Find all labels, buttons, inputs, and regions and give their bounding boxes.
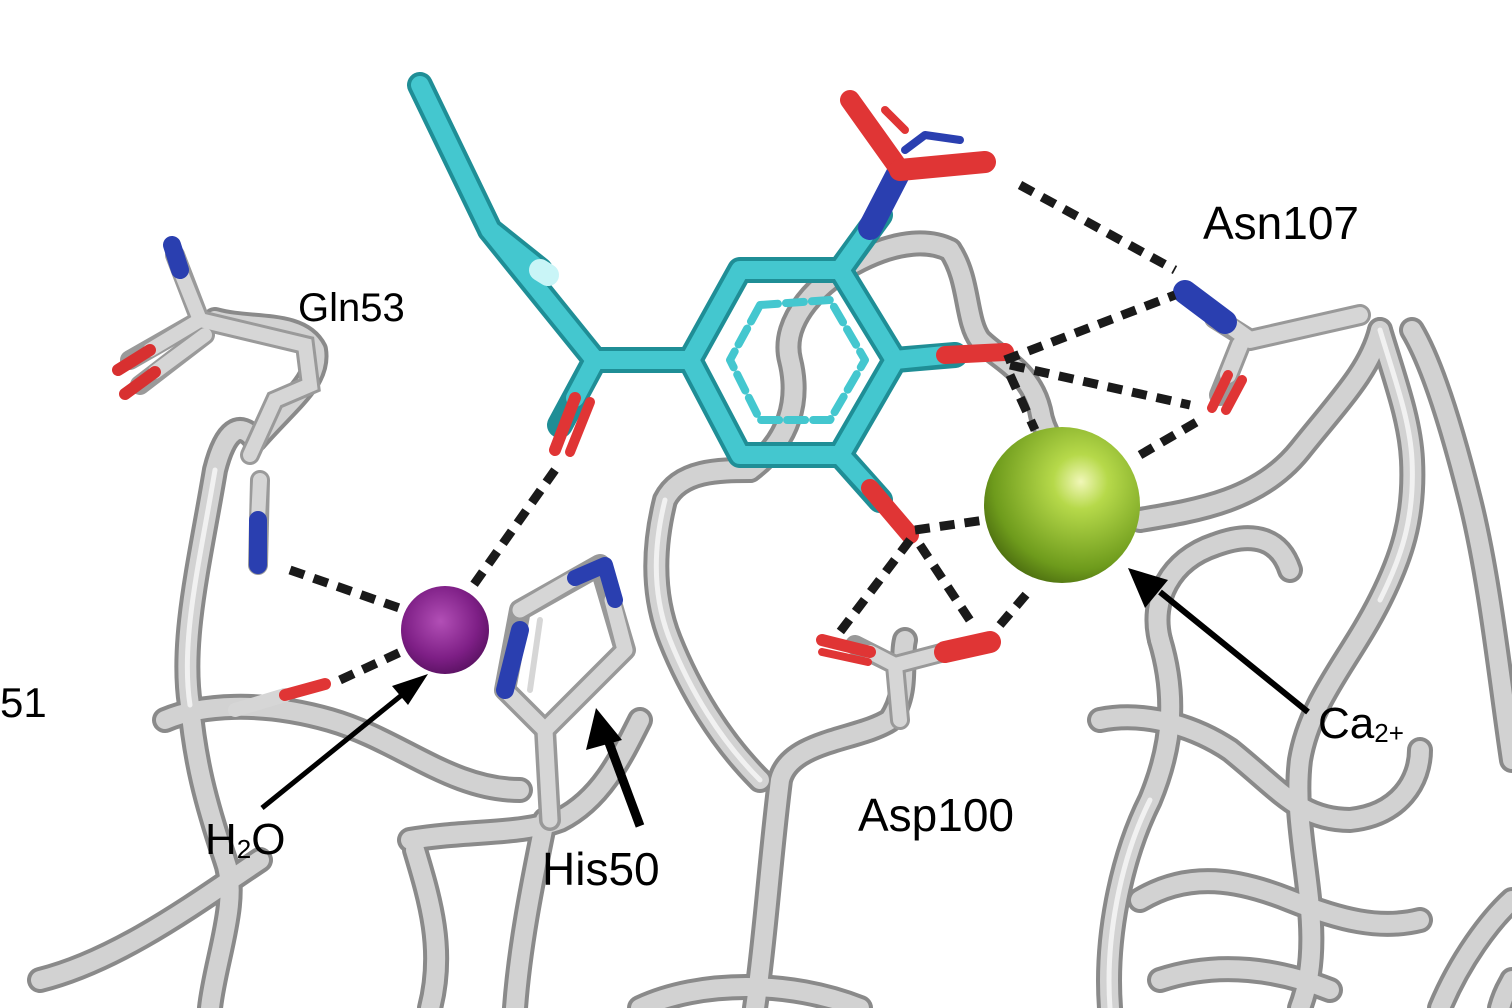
ligand-molecule bbox=[407, 72, 1014, 544]
label-h2o-subscript: 2 bbox=[236, 834, 252, 864]
water-molecule bbox=[401, 586, 489, 674]
protein-backbone bbox=[27, 230, 1512, 1008]
interaction-lines bbox=[288, 181, 1203, 685]
annotation-arrows bbox=[260, 568, 1310, 828]
label-gln53: Gln53 bbox=[298, 286, 405, 330]
asp100-side-chain bbox=[816, 631, 1001, 730]
backbone-carbonyl-left bbox=[228, 678, 331, 717]
label-asn107: Asn107 bbox=[1203, 197, 1360, 249]
his50-side-chain bbox=[494, 554, 636, 831]
label-calcium-charge: 2+ bbox=[1374, 718, 1404, 748]
label-h2o-o: O bbox=[251, 815, 286, 864]
gln53-side-chain bbox=[112, 236, 321, 575]
label-his50: His50 bbox=[542, 843, 660, 895]
asn107-side-chain bbox=[1173, 280, 1371, 415]
label-h2o-h: H bbox=[205, 815, 237, 864]
label-calcium: Ca2+ bbox=[1318, 699, 1404, 748]
calcium-ion bbox=[984, 427, 1140, 583]
label-residue-51: 51 bbox=[0, 679, 47, 726]
label-asp100: Asp100 bbox=[858, 789, 1015, 841]
label-calcium-symbol: Ca bbox=[1318, 699, 1375, 748]
label-h2o: H2O bbox=[205, 815, 286, 864]
